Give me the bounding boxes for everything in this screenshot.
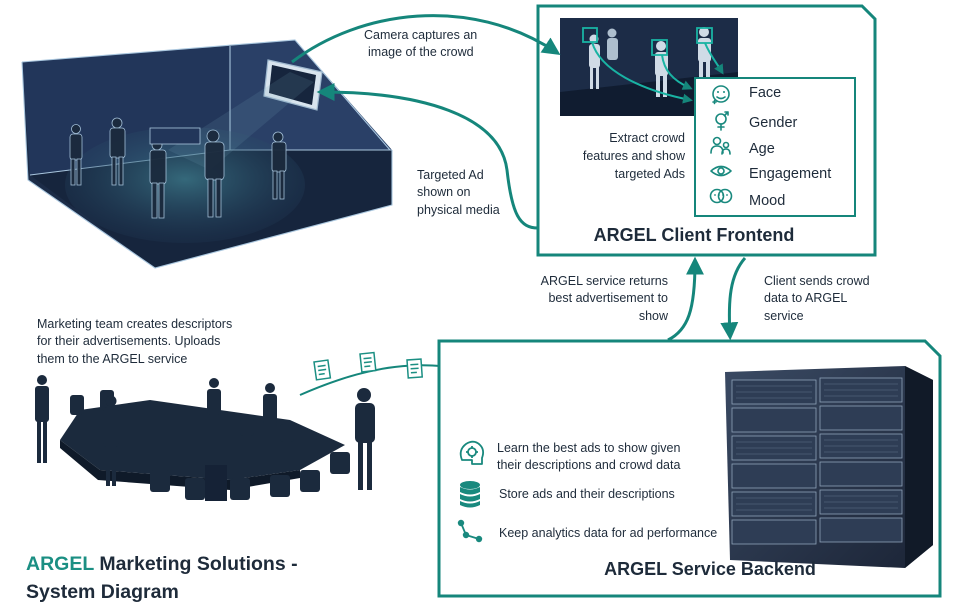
feature-label-mood: Mood xyxy=(749,193,785,209)
service-backend-title: ARGEL Service Backend xyxy=(604,559,816,579)
camera-note-line2: image of the crowd xyxy=(368,45,474,59)
extract-note-line3: targeted Ads xyxy=(615,167,685,181)
face-detection-box xyxy=(582,27,598,43)
camera-capture-arrow xyxy=(291,14,561,64)
marketing-team-illustration xyxy=(35,375,375,501)
targeted-ad-note-line1: Targeted Ad xyxy=(417,168,484,182)
capability-learn-line1: Learn the best ads to show given xyxy=(497,441,681,455)
marketing-note-line1: Marketing team creates descriptors xyxy=(37,317,232,331)
camera-view-people xyxy=(589,27,711,97)
page-title-line2: System Diagram xyxy=(26,581,179,603)
face-detection-box xyxy=(696,27,713,44)
feature-label-age: Age xyxy=(749,141,775,157)
database-icon xyxy=(460,481,480,508)
shopper-silhouettes xyxy=(69,117,287,219)
targeted-ad-note-line3: physical media xyxy=(417,203,500,217)
brand-name: ARGEL xyxy=(26,553,94,575)
marketing-note-line3: them to the ARGEL service xyxy=(37,352,187,366)
client-sends-line3: service xyxy=(764,309,804,323)
face-detection-box xyxy=(651,39,668,56)
feature-label-face: Face xyxy=(749,85,781,101)
capability-analytics: Keep analytics data for ad performance xyxy=(499,526,717,540)
service-backend-panel: Learn the best ads to show given their d… xyxy=(437,339,942,598)
service-returns-line1: ARGEL service returns xyxy=(541,274,668,288)
eye-icon xyxy=(710,165,732,177)
page-title-rest: Marketing Solutions - xyxy=(94,553,298,575)
camera-note-line1: Camera captures an xyxy=(364,28,477,42)
extract-note-line2: features and show xyxy=(583,149,686,163)
gender-icon xyxy=(715,111,729,131)
feature-label-engagement: Engagement xyxy=(749,166,831,182)
client-frontend-panel: Face Gender Age Engagement Mood Extract … xyxy=(536,4,877,257)
server-rack-illustration xyxy=(725,366,933,568)
capability-store: Store ads and their descriptions xyxy=(499,487,675,501)
analytics-nodes-icon xyxy=(457,519,483,543)
client-sends-line2: data to ARGEL xyxy=(764,291,847,305)
brain-gear-icon xyxy=(459,440,485,465)
page-title-line1: ARGEL Marketing Solutions - xyxy=(26,553,298,575)
client-sends-line1: Client sends crowd xyxy=(764,274,870,288)
service-returns-arrow xyxy=(667,256,704,342)
service-returns-line2: best advertisement to xyxy=(548,291,668,305)
extract-note-line1: Extract crowd xyxy=(609,131,685,145)
capability-learn-line2: their descriptions and crowd data xyxy=(497,458,680,472)
mood-icon xyxy=(709,188,733,204)
client-frontend-title: ARGEL Client Frontend xyxy=(594,225,795,245)
marketing-note-line2: for their advertisements. Uploads xyxy=(37,334,220,348)
feature-label-gender: Gender xyxy=(749,115,798,131)
age-icon xyxy=(710,136,731,155)
retail-room-illustration xyxy=(21,39,393,269)
client-sends-arrow xyxy=(720,257,747,341)
face-icon xyxy=(712,85,730,105)
service-returns-line3: show xyxy=(639,309,669,323)
targeted-ad-note-line2: shown on xyxy=(417,185,471,199)
targeted-ad-arrow xyxy=(316,83,539,230)
